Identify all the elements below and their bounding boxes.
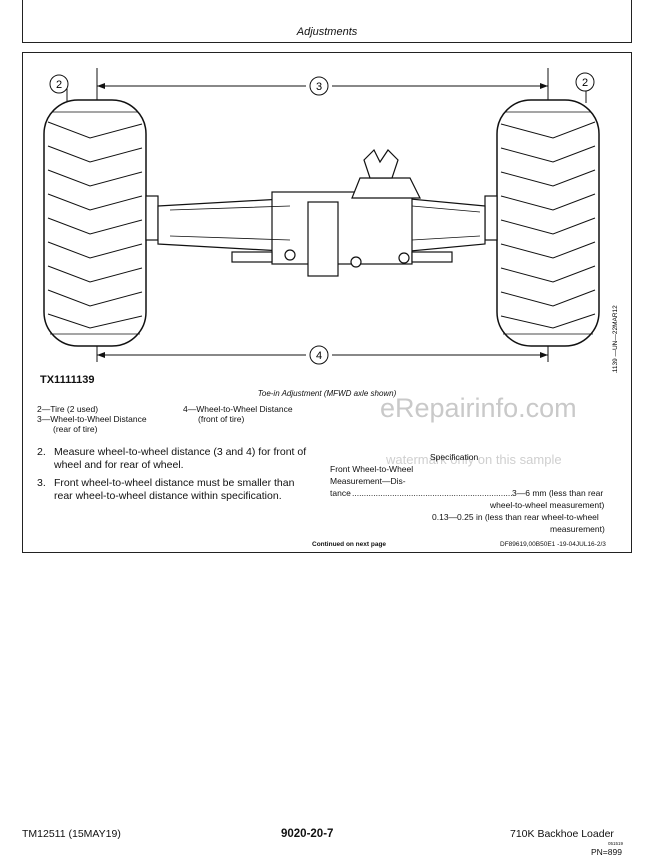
spec-label-3: tance (330, 488, 351, 498)
callout-2-right: 2 (582, 77, 588, 89)
step-3-line2: rear wheel-to-wheel distance within spec… (54, 490, 282, 502)
legend-item-3-sub: (rear of tire) (53, 424, 98, 434)
header-left-rule (22, 0, 23, 43)
section-title: Adjustments (296, 26, 358, 38)
figure-box (22, 52, 632, 553)
step-3-line1: Front wheel-to-wheel distance must be sm… (54, 477, 295, 489)
footer-model: 710K Backhoe Loader (510, 828, 614, 840)
legend-item-4: 4—Wheel-to-Wheel Distance (183, 404, 293, 414)
axle-illustration: 3 4 2 2 TX1111139 —UN—22MAR12 (43, 68, 619, 373)
watermark-main: eRepairinfo.com (380, 393, 577, 423)
footer-code: 051519 (608, 841, 624, 846)
step-3-number: 3. (37, 477, 46, 489)
step-2-number: 2. (37, 446, 46, 458)
step-2-line2: wheel and for rear of wheel. (54, 459, 184, 471)
header-right-rule (631, 0, 632, 43)
step-2-line1: Measure wheel-to-wheel distance (3 and 4… (54, 446, 307, 458)
footer-page-number: 9020-20-7 (281, 828, 334, 840)
spec-heading: Specification (430, 452, 479, 462)
figure-side-id: TX1111139 —UN—22MAR12 (612, 305, 619, 373)
left-tire (43, 99, 147, 347)
header-rule (22, 42, 632, 43)
callout-2-left: 2 (56, 79, 62, 91)
continued-note: Continued on next page (312, 541, 387, 548)
doc-ref: DF89619,00B50E1 -19-04JUL16-2/3 (500, 541, 606, 548)
spec-value-in: 0.13—0.25 in (less than rear wheel-to-wh… (432, 512, 599, 522)
right-tire (496, 99, 600, 347)
figure-caption: Toe-in Adjustment (MFWD axle shown) (257, 389, 397, 398)
spec-value-in-2: measurement) (550, 524, 605, 534)
callout-4: 4 (316, 350, 322, 362)
legend-item-4-sub: (front of tire) (198, 414, 245, 424)
footer-pn: PN=899 (591, 847, 622, 857)
callout-3: 3 (316, 81, 322, 93)
axle-housing (145, 148, 498, 277)
footer-manual-id: TM12511 (15MAY19) (22, 828, 121, 840)
spec-leader-dots: ........................................… (352, 488, 512, 498)
figure-id: TX1111139 (40, 374, 95, 386)
watermark-sub: watermark only on this sample (386, 452, 562, 467)
spec-label-2: Measurement—Dis- (330, 476, 406, 486)
spec-value-mm-2: wheel-to-wheel measurement) (490, 500, 605, 510)
spec-label-1: Front Wheel-to-Wheel (330, 464, 414, 474)
legend-item-3: 3—Wheel-to-Wheel Distance (37, 414, 147, 424)
spec-value-mm: 3—6 mm (less than rear (512, 488, 604, 498)
legend-item-2: 2—Tire (2 used) (37, 404, 99, 414)
